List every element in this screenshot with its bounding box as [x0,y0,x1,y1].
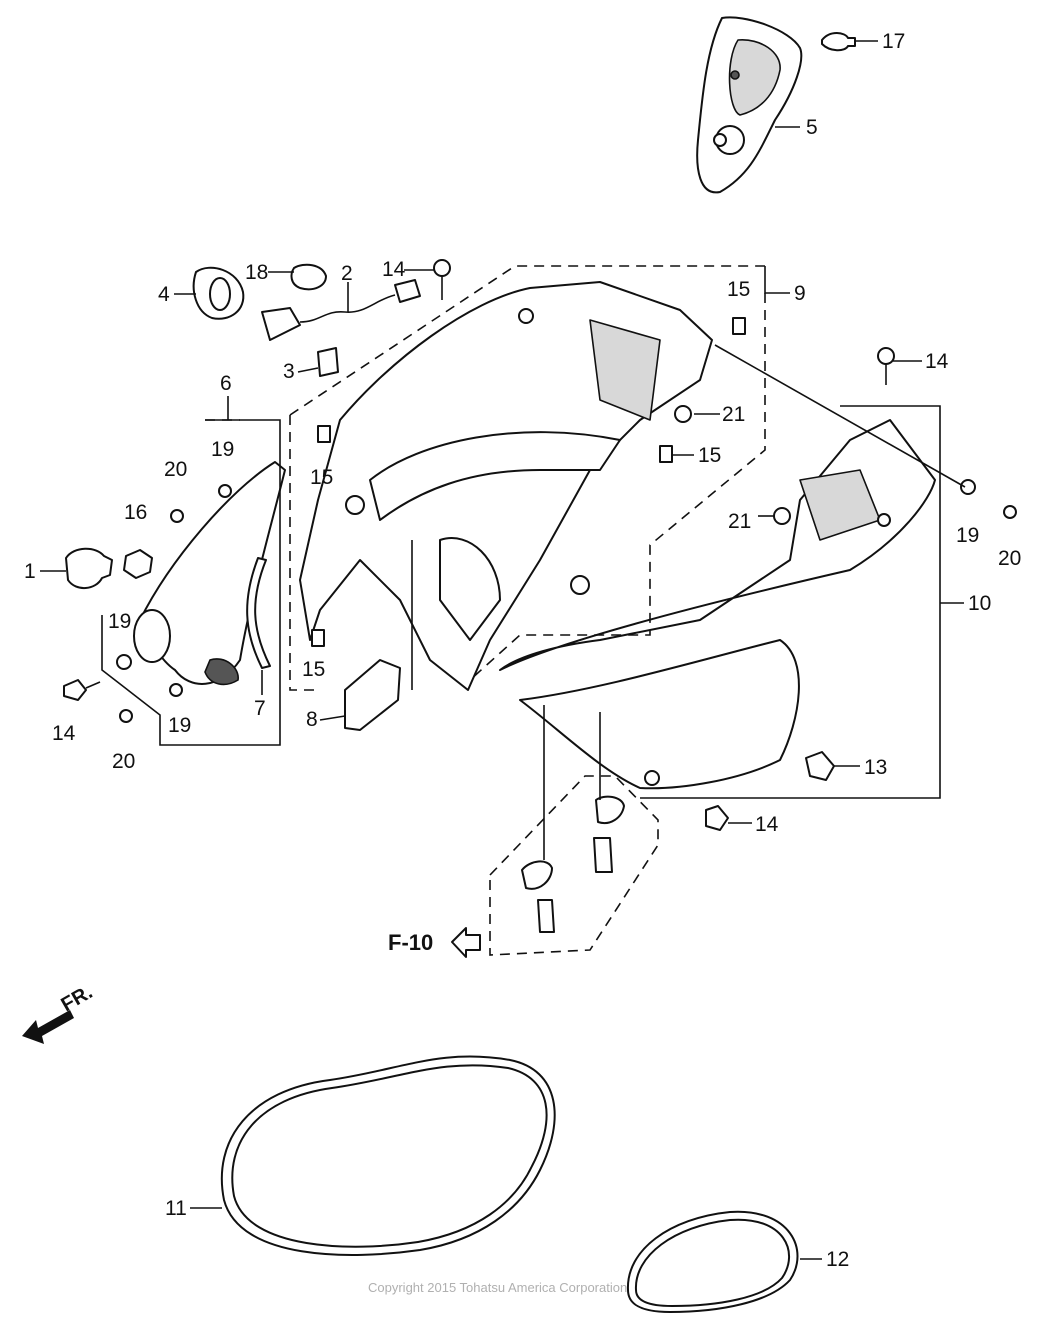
callout-19-d: 19 [168,714,191,737]
callout-18: 18 [245,261,268,284]
callout-19-b: 19 [956,524,979,547]
part-14-bolt-left [63,679,101,701]
part-13-fitting [805,751,835,781]
callout-14-bottom: 14 [755,813,779,836]
callout-19-a: 19 [211,438,234,461]
part-17-clip [821,32,856,52]
part-16-nut [123,549,153,579]
callout-20-a: 20 [164,458,187,481]
callout-1: 1 [24,560,36,583]
callout-2: 2 [341,262,353,285]
part-10-lower-cowl [499,419,936,790]
front-arrow-icon [22,1010,74,1044]
inset-parts [489,705,659,956]
callout-14-top: 14 [382,258,406,281]
callout-11: 11 [165,1197,187,1220]
f10-label: F-10 [388,930,433,955]
callout-5: 5 [806,116,818,139]
f10-reference: F-10 [388,927,481,958]
part-20-screws [119,505,1017,723]
callout-7: 7 [254,697,266,720]
callout-10: 10 [968,592,991,615]
callout-16: 16 [124,501,147,524]
part-3-plate [317,347,339,377]
callout-21-b: 21 [728,510,751,533]
part-5-plate [696,16,803,194]
part-14-bolt-top [433,259,451,300]
part-15-clips [311,317,746,647]
leader-lines [40,40,966,1260]
callout-15-c: 15 [698,444,721,467]
callout-6: 6 [220,372,232,395]
callout-15-d: 15 [302,658,325,681]
part-14-bolt-right [877,347,895,385]
front-direction-indicator: FR. [22,981,96,1044]
part-1-fitting [65,547,113,589]
part-12-seal [626,1210,799,1313]
part-4-grommet [192,266,245,320]
copyright-text: Copyright 2015 Tohatsu America Corporati… [368,1280,627,1295]
callout-15-a: 15 [727,278,750,301]
callout-8: 8 [306,708,318,731]
callout-17: 17 [882,30,905,53]
part-18-clamp [290,263,327,291]
part-21-clip-a [674,405,692,423]
part-9-bottom-cowl-frame [299,281,713,691]
part-8-bracket [344,659,401,731]
callout-labels: 1 2 3 4 5 6 7 8 9 10 11 12 13 14 14 14 1… [24,30,1021,1271]
callout-9: 9 [794,282,806,305]
part-2-harness [261,279,421,341]
callout-14-right: 14 [925,350,949,373]
part-14-bolt-bottom [705,805,729,831]
callout-21-a: 21 [722,403,745,426]
part-6-front-cover [133,461,286,686]
callout-frames [101,265,941,799]
callout-13: 13 [864,756,887,779]
front-direction-label: FR. [58,981,97,1016]
part-21-clip-b [773,507,791,525]
callout-4: 4 [158,283,170,306]
callout-3: 3 [283,360,295,383]
callout-14-left: 14 [52,722,76,745]
part-11-seal [220,1055,556,1256]
callout-19-c: 19 [108,610,131,633]
callout-15-b: 15 [310,466,333,489]
callout-20-b: 20 [998,547,1021,570]
part-7-seal-strip [246,557,271,669]
part-19-washers [116,479,976,697]
callout-12: 12 [826,1248,849,1271]
f10-arrow-icon [451,927,481,958]
callout-20-c: 20 [112,750,135,773]
